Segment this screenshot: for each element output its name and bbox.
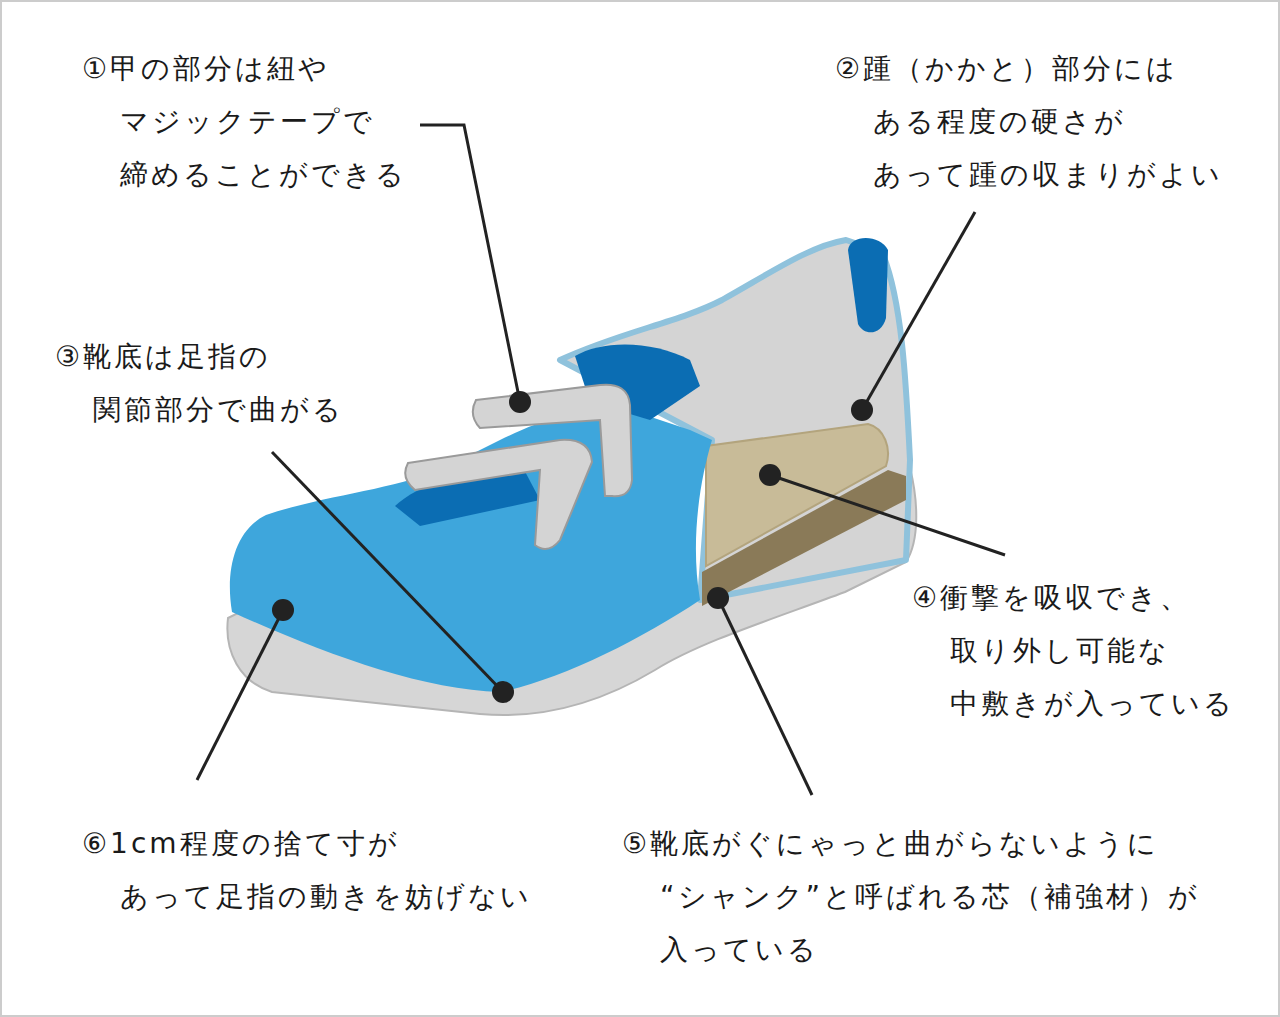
callout-text: ⑤靴底がぐにゃっと曲がらないように “シャンク”と呼ばれる芯（補強材）が 入って…: [660, 817, 1200, 976]
leader-lines: [197, 125, 1005, 795]
callout-line: ⑥1cm程度の捨て寸が: [82, 817, 532, 870]
callout-line: 入っている: [660, 923, 1200, 976]
leader-dot: [272, 599, 294, 621]
leader-line: [420, 125, 520, 402]
callout-line: 中敷きが入っている: [950, 677, 1235, 730]
callout-text: ⑥1cm程度の捨て寸が あって足指の動きを妨げない: [120, 817, 532, 923]
leader-dot: [759, 464, 781, 486]
callout-line: マジックテープで: [120, 95, 407, 148]
leader-dot: [851, 399, 873, 421]
callout-line: 取り外し可能な: [950, 624, 1235, 677]
midsole: [702, 470, 906, 606]
pull-tab: [848, 238, 888, 332]
leader-line: [862, 212, 975, 410]
callout-line: ②踵（かかと）部分には: [835, 42, 1223, 95]
callout-line: ①甲の部分は紐や: [82, 42, 407, 95]
leader-line: [197, 610, 283, 780]
shoe-upper: [230, 400, 712, 692]
callout-line: 締めることができる: [120, 148, 407, 201]
strap: [405, 440, 592, 549]
leader-dots: [272, 391, 873, 703]
callout-text: ②踵（かかと）部分には ある程度の硬さが あって踵の収まりがよい: [873, 42, 1223, 201]
leader-line: [272, 452, 503, 692]
leader-line: [770, 475, 1005, 555]
callout-line: 関節部分で曲がる: [93, 383, 344, 436]
callout-line: ある程度の硬さが: [873, 95, 1223, 148]
callout-line: ④衝撃を吸収でき、: [912, 571, 1235, 624]
leader-dot: [707, 587, 729, 609]
callout-line: ⑤靴底がぐにゃっと曲がらないように: [622, 817, 1200, 870]
callout-line: あって踵の収まりがよい: [873, 148, 1223, 201]
callout-line: ③靴底は足指の: [55, 330, 344, 383]
callout-line: あって足指の動きを妨げない: [120, 870, 532, 923]
leader-dot: [492, 681, 514, 703]
callout-text: ①甲の部分は紐や マジックテープで 締めることができる: [120, 42, 407, 201]
callout-line: “シャンク”と呼ばれる芯（補強材）が: [660, 870, 1200, 923]
callout-text: ③靴底は足指の 関節部分で曲がる: [93, 330, 344, 436]
leader-dot: [509, 391, 531, 413]
callout-text: ④衝撃を吸収でき、 取り外し可能な 中敷きが入っている: [950, 571, 1235, 730]
leader-line: [718, 598, 812, 795]
